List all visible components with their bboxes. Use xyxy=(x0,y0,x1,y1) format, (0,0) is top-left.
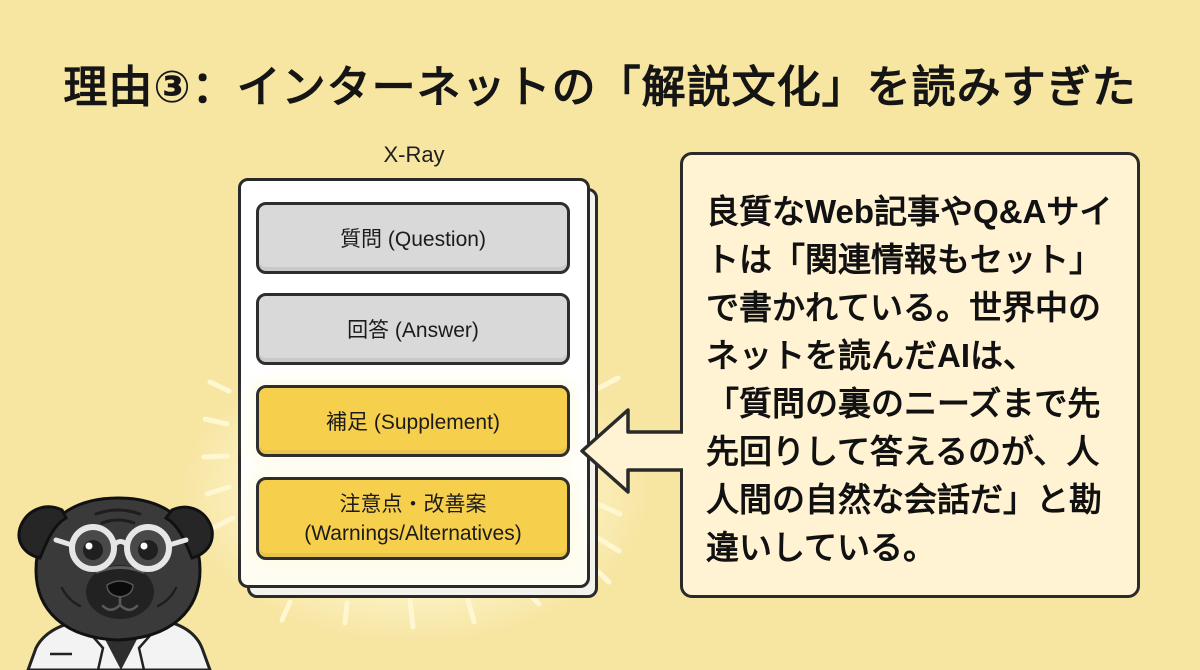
glow-ray xyxy=(465,597,477,625)
row-supplement: 補足 (Supplement) xyxy=(256,385,570,457)
pug-nose xyxy=(106,580,134,598)
row-label: 補足 (Supplement) xyxy=(326,411,500,434)
pug-mouth xyxy=(101,595,139,611)
explanation-line: 良質なWeb記事やQ&Aサイ xyxy=(706,193,1113,230)
glasses-temple-right xyxy=(166,537,189,548)
glow-ray xyxy=(597,502,623,517)
glow-ray xyxy=(279,599,293,623)
cheek-wrinkle xyxy=(60,586,82,608)
glow-ray xyxy=(202,416,230,427)
glow-ray xyxy=(596,375,621,391)
explanation-line: 人間の自然な会話だ」と勘 xyxy=(706,481,1102,518)
muzzle-wrinkle xyxy=(95,566,145,574)
explanation-line: ネットを読んだAIは、 xyxy=(706,337,1036,374)
glasses-lens-right xyxy=(124,524,172,572)
explanation-line: 違いしている。 xyxy=(706,529,937,566)
explanation-line: で書かれている。世界中の xyxy=(706,289,1102,326)
pug-head xyxy=(17,496,214,642)
eye-highlight xyxy=(140,542,148,550)
pug-scientist-icon xyxy=(17,496,214,670)
slide-title: 理由③：インターネットの「解説文化」を読みすぎた xyxy=(63,63,1137,112)
glasses-temple-left xyxy=(53,537,75,548)
xray-label: X-Ray xyxy=(383,142,445,167)
pug-ear-right xyxy=(163,505,214,560)
forehead-wrinkle xyxy=(94,508,142,516)
glow-ray xyxy=(201,453,230,460)
glow-ray xyxy=(207,379,232,394)
glasses-bridge xyxy=(112,539,129,547)
glow-ray xyxy=(407,597,416,630)
explanation-box: 良質なWeb記事やQ&Aサイ トは「関連情報もセット」 で書かれている。世界中の… xyxy=(680,152,1140,598)
glow-ray xyxy=(210,515,236,531)
row-answer: 回答 (Answer) xyxy=(256,293,570,365)
explanation-line: 「質問の裏のニーズまで先 xyxy=(706,385,1101,422)
pug-ear-left xyxy=(17,505,68,560)
row-question: 質問 (Question) xyxy=(256,202,570,274)
glasses-icon xyxy=(53,524,189,572)
row-label: 質問 (Question) xyxy=(340,228,486,251)
eye-highlight xyxy=(85,542,93,550)
glow-ray xyxy=(204,484,232,497)
glasses-lens-left xyxy=(69,524,117,572)
arrow-left-icon xyxy=(580,408,683,494)
xray-card: 質問 (Question) 回答 (Answer) 補足 (Supplement… xyxy=(238,178,590,588)
explanation-line: 先回りして答えるのが、人 xyxy=(706,433,1100,470)
forehead-wrinkle xyxy=(100,518,136,525)
row-warnings-alternatives: 注意点・改善案 (Warnings/Alternatives) xyxy=(256,477,570,560)
arrow-shape xyxy=(580,408,683,494)
glow-ray xyxy=(595,535,622,554)
row-label: 注意点・改善案 xyxy=(339,492,487,516)
glow-ray xyxy=(342,600,350,626)
explanation-line: トは「関連情報もセット」 xyxy=(706,241,1102,278)
row-sublabel: (Warnings/Alternatives) xyxy=(304,521,522,545)
row-label: 回答 (Answer) xyxy=(347,319,479,342)
cheek-wrinkle xyxy=(156,586,178,608)
